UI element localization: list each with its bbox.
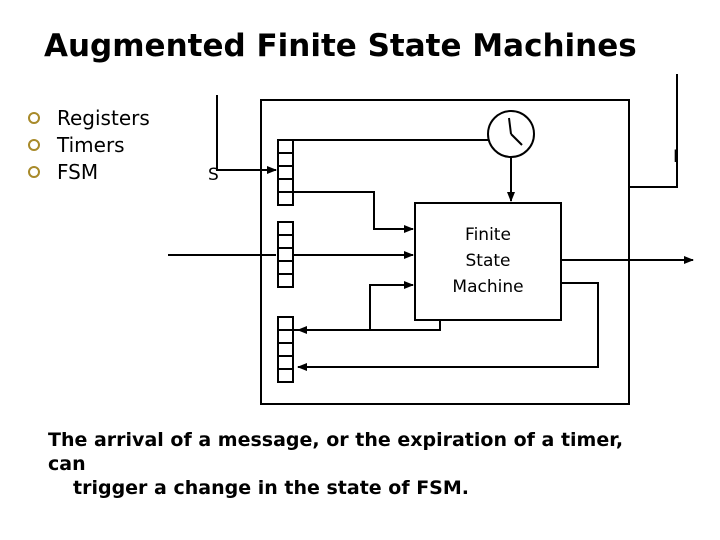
bullet-list: Registers Timers FSM bbox=[28, 104, 150, 185]
register-stack-2 bbox=[277, 221, 294, 288]
caption-line-2: trigger a change in the state of FSM. bbox=[73, 477, 469, 499]
fsm-label-line2: State bbox=[466, 251, 511, 271]
page-title: Augmented Finite State Machines bbox=[44, 28, 637, 64]
fsm-to-register-feedback-1 bbox=[297, 282, 599, 371]
afsm-outer-box bbox=[260, 99, 630, 405]
bullet-timers: Timers bbox=[57, 132, 125, 157]
register-stack-1 bbox=[277, 139, 294, 206]
bullet-registers: Registers bbox=[57, 105, 150, 130]
register1-to-fsm-arrow bbox=[293, 191, 414, 233]
list-item: Timers bbox=[28, 131, 150, 158]
list-item: Registers bbox=[28, 104, 150, 131]
circle-bullet-icon bbox=[28, 165, 40, 178]
fsm-to-register-feedback-2 bbox=[297, 320, 441, 334]
register-stack-3 bbox=[277, 316, 294, 383]
circle-bullet-icon bbox=[28, 111, 40, 124]
caption: The arrival of a message, or the expirat… bbox=[48, 428, 638, 500]
fsm-label-line1: Finite bbox=[465, 225, 511, 245]
input-i-line bbox=[629, 74, 678, 188]
caption-line-1: The arrival of a message, or the expirat… bbox=[48, 429, 624, 475]
circle-bullet-icon bbox=[28, 138, 40, 151]
list-item: FSM bbox=[28, 158, 150, 185]
register3-to-fsm-arrow bbox=[293, 281, 414, 331]
fsm-box bbox=[414, 202, 562, 321]
output-i-label: I bbox=[673, 147, 678, 167]
input-s-arrow bbox=[216, 95, 277, 174]
fsm-label-line3: Machine bbox=[452, 277, 523, 297]
bullet-fsm: FSM bbox=[57, 159, 99, 184]
input-s-label: S bbox=[208, 165, 219, 185]
timer-clock-icon bbox=[487, 110, 535, 158]
